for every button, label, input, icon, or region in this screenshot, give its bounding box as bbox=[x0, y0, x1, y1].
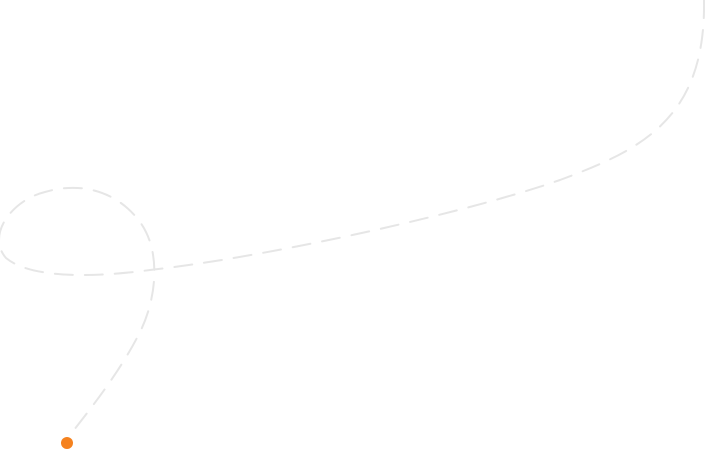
dashed-path-line bbox=[0, 0, 705, 436]
orange-dot-marker bbox=[61, 437, 73, 449]
